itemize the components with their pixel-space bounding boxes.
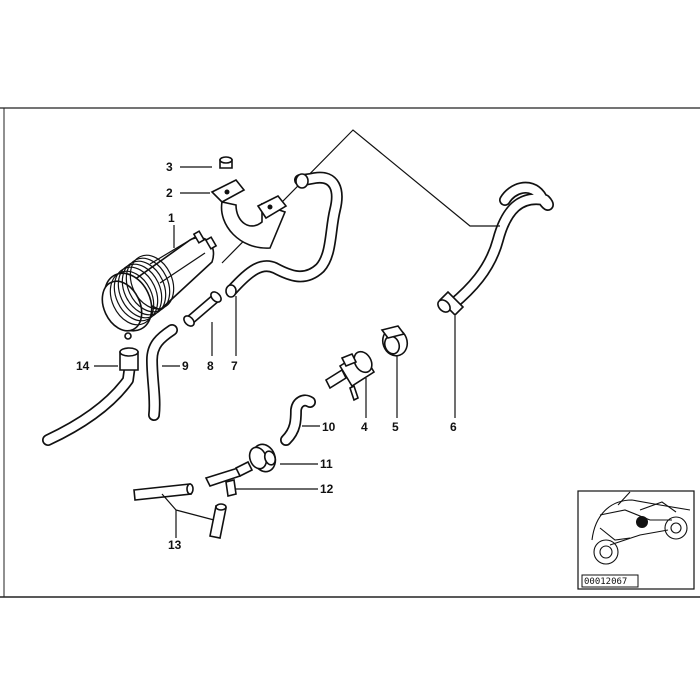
callout-13: 13 (168, 538, 182, 552)
callout-1: 1 (168, 211, 175, 225)
leader-lines (94, 166, 456, 538)
callout-9: 9 (182, 359, 189, 373)
location-inset: 00012067 (577, 490, 695, 590)
callout-4: 4 (361, 420, 368, 434)
connector-part-8 (183, 291, 222, 327)
short-hoses-part-13 (133, 483, 227, 539)
callout-14: 14 (76, 359, 90, 373)
callout-2: 2 (166, 186, 173, 200)
callout-5: 5 (392, 420, 399, 434)
callout-11: 11 (320, 457, 333, 471)
nut-part-3 (219, 156, 233, 169)
hose-part-7 (225, 171, 343, 298)
location-marker-icon (636, 516, 648, 528)
callout-labels: 3 2 1 14 9 8 7 4 5 6 10 11 12 13 (76, 160, 457, 552)
diagram-frame (0, 107, 700, 598)
grommet-part-5 (380, 325, 409, 357)
callout-10: 10 (322, 420, 336, 434)
grommet-part-11 (248, 443, 277, 473)
valve-part-4 (324, 350, 376, 402)
bracket-part-2 (210, 178, 288, 249)
callout-7: 7 (231, 359, 238, 373)
motorcycle-icon (591, 491, 691, 565)
callout-8: 8 (207, 359, 214, 373)
hose-part-9 (146, 324, 178, 421)
reference-number: 00012067 (584, 577, 627, 587)
y-connector-part-12 (204, 460, 254, 497)
canister-part-1 (101, 230, 218, 340)
callout-3: 3 (166, 160, 173, 174)
callout-6: 6 (450, 420, 457, 434)
drain-hose-part-14 (42, 347, 139, 446)
bent-hose-part-10 (280, 394, 316, 446)
callout-12: 12 (320, 482, 334, 496)
vent-hose-part-6 (221, 129, 554, 317)
